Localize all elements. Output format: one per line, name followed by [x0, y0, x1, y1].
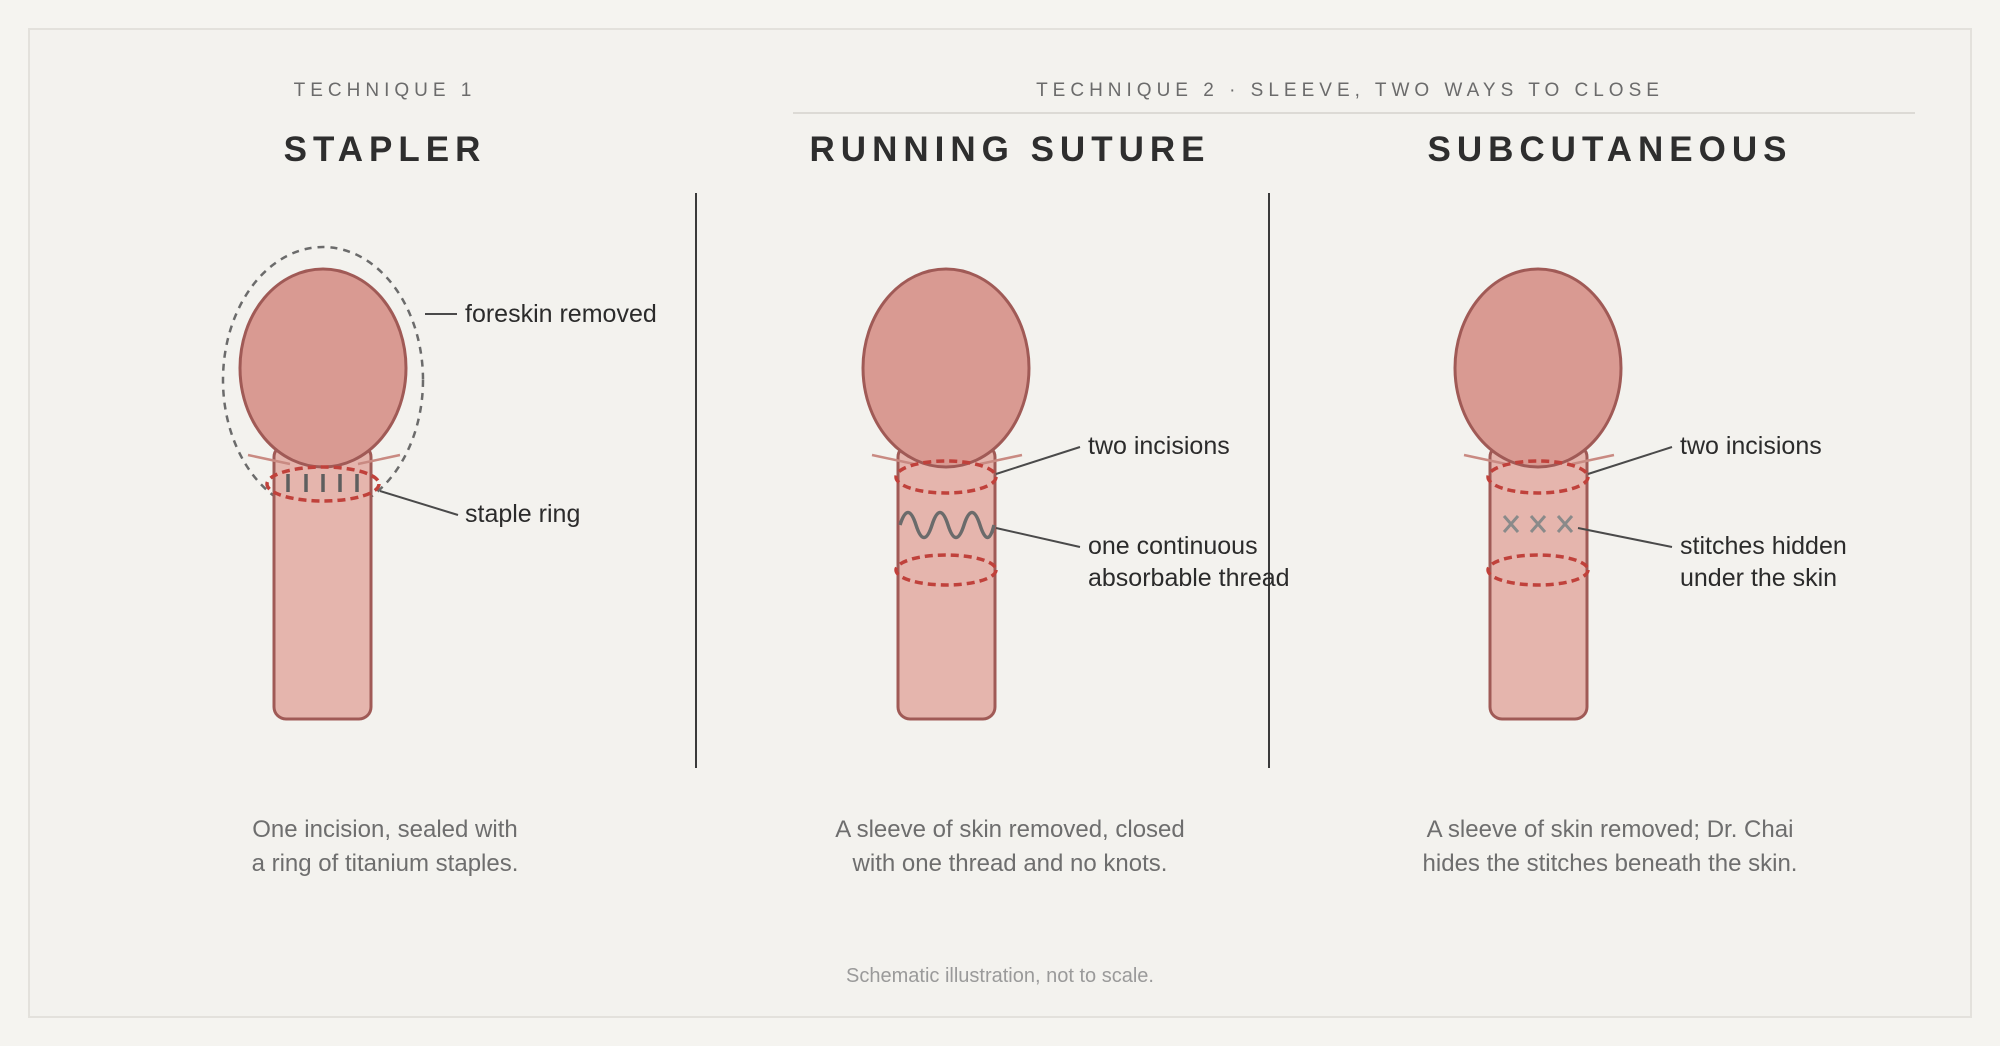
subcutaneous-caption-line-2: hides the stitches beneath the skin.	[1422, 850, 1798, 877]
stapler-illustration	[221, 245, 459, 721]
staple-ring-label: staple ring	[465, 500, 581, 528]
subcutaneous-caption: A sleeve of skin removed; Dr. Chai hides…	[1360, 813, 1860, 881]
subcutaneous-stitches-label-line-1: stitches hidden	[1680, 532, 1847, 560]
stapler-glans	[238, 267, 408, 469]
stapler-skin-flaps	[247, 453, 401, 466]
technique-2-heading-rule	[793, 112, 1915, 114]
hidden-stitches	[1502, 515, 1574, 533]
stapler-caption-line-1: One incision, sealed with	[252, 816, 518, 843]
subcutaneous-stitches-leader	[1577, 527, 1673, 548]
subcutaneous-incisions-leader	[1587, 446, 1673, 475]
staples	[286, 474, 359, 492]
continuous-thread	[898, 510, 996, 540]
running-suture-caption: A sleeve of skin removed, closed with on…	[770, 813, 1250, 881]
running-two-incisions-label: two incisions	[1088, 432, 1230, 460]
subcutaneous-two-incisions-label: two incisions	[1680, 432, 1822, 460]
subcutaneous-stitches-label-line-2: under the skin	[1680, 564, 1838, 592]
technique-2-heading: TECHNIQUE 2 · SLEEVE, TWO WAYS TO CLOSE	[1036, 80, 1664, 101]
technique-1-heading: TECHNIQUE 1	[293, 80, 477, 101]
stapler-caption-line-2: a ring of titanium staples.	[251, 850, 519, 877]
running-thread-label-line-1: one continuous	[1088, 532, 1258, 560]
column-divider-1	[695, 193, 697, 768]
subcutaneous-caption-line-1: A sleeve of skin removed; Dr. Chai	[1426, 816, 1794, 843]
running-incisions-leader	[995, 446, 1081, 475]
running-caption-line-2: with one thread and no knots.	[852, 850, 1168, 877]
subcutaneous-skin-flaps	[1463, 453, 1615, 466]
running-caption-line-1: A sleeve of skin removed, closed	[835, 816, 1185, 843]
subcutaneous-illustration	[1453, 267, 1673, 721]
running-glans	[861, 267, 1031, 469]
stapler-caption: One incision, sealed with a ring of tita…	[185, 813, 585, 881]
running-incision-upper	[894, 459, 998, 495]
staple-ring-incision	[265, 465, 381, 503]
column-divider-2	[1268, 193, 1270, 768]
running-incision-lower	[894, 553, 998, 587]
running-suture-illustration	[861, 267, 1081, 721]
subcutaneous-incision-upper	[1486, 459, 1590, 495]
running-suture-title: RUNNING SUTURE	[809, 130, 1211, 169]
footnote: Schematic illustration, not to scale.	[846, 965, 1154, 987]
running-thread-label-line-2: absorbable thread	[1088, 564, 1290, 592]
foreskin-removed-label: foreskin removed	[465, 300, 657, 328]
staple-ring-leader	[379, 490, 459, 516]
subcutaneous-glans	[1453, 267, 1623, 469]
stapler-title: STAPLER	[283, 130, 487, 169]
running-thread-leader	[995, 527, 1081, 548]
subcutaneous-incision-lower	[1486, 553, 1590, 587]
subcutaneous-title: SUBCUTANEOUS	[1427, 130, 1793, 169]
running-skin-flaps	[871, 453, 1023, 466]
